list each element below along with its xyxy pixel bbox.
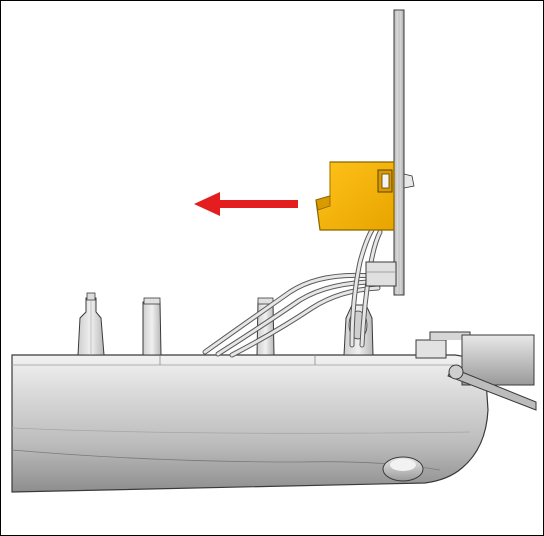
mounting-post-left <box>77 292 105 356</box>
panel-latch <box>403 173 415 189</box>
wire-bundle <box>202 227 383 358</box>
cable-clamp <box>365 261 397 287</box>
cable-holder <box>343 304 374 356</box>
arrow-left-icon <box>194 192 298 216</box>
connector-module-icon <box>315 161 395 231</box>
device-housing <box>11 354 489 493</box>
vertical-panel <box>393 9 405 296</box>
side-connector <box>415 331 537 411</box>
mounting-clip-center <box>142 297 162 356</box>
